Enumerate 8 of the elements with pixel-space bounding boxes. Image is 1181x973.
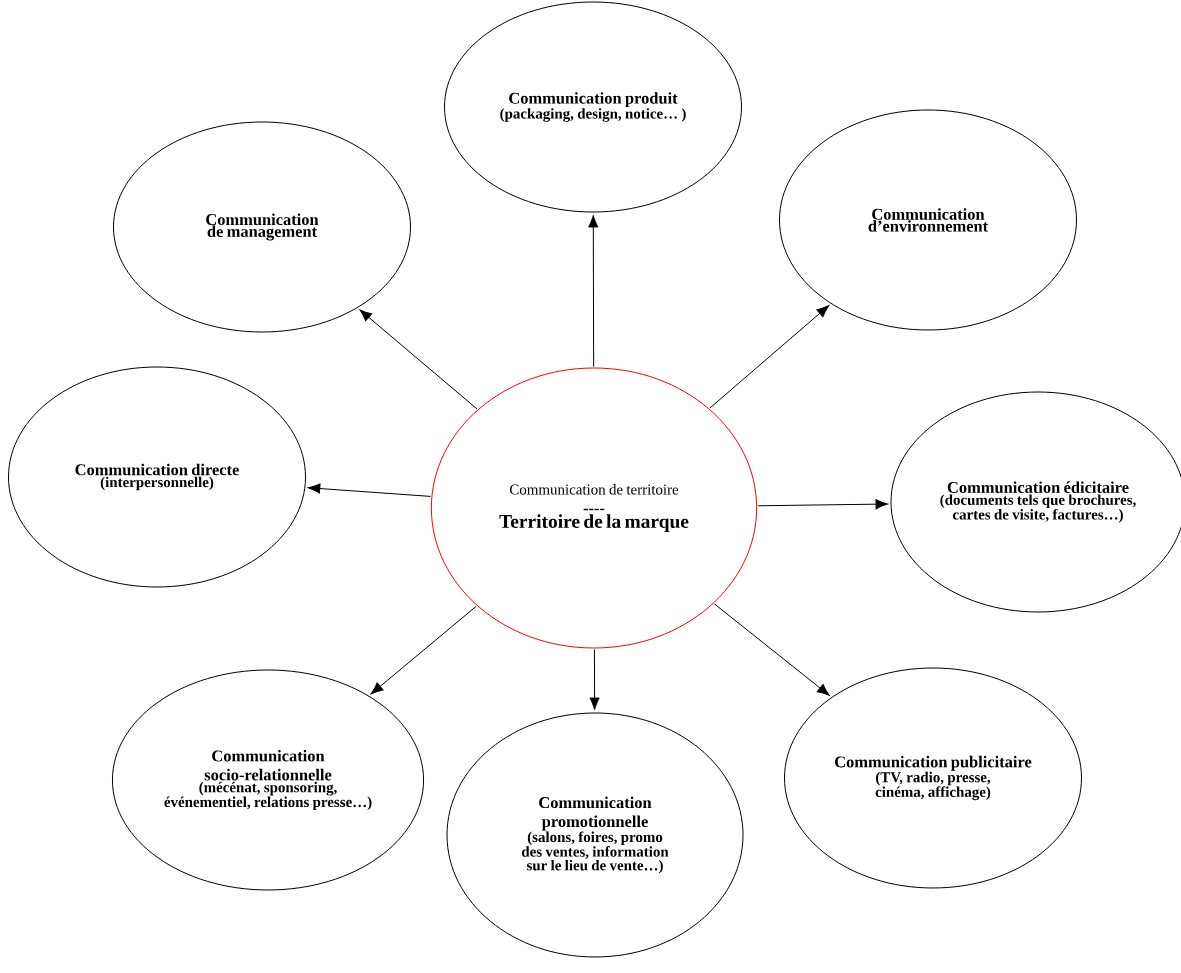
arrow (307, 483, 431, 497)
arrow (589, 649, 600, 711)
arrow (709, 305, 830, 409)
arrow (370, 605, 477, 695)
arrow (359, 309, 478, 410)
arrow (757, 499, 889, 510)
arrow (714, 603, 830, 696)
arrow (588, 214, 599, 367)
